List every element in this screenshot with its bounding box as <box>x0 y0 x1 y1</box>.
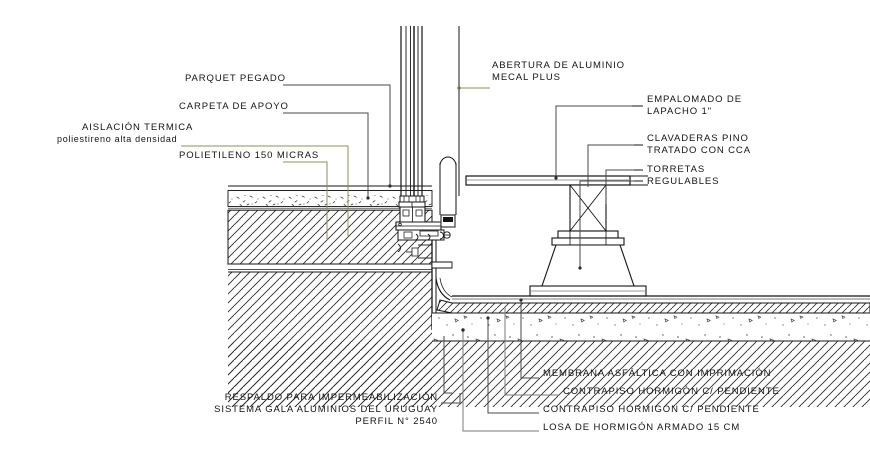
label-lapacho-1in: LAPACHO 1" <box>647 106 712 117</box>
label-membrana-asfaltica: MEMBRANA ASFÁLTICA CON IMPRIMACIÓN <box>543 368 772 379</box>
label-sistema-gala-aluminios: SISTEMA GALA ALUMINIOS DEL URUGUAY <box>214 404 438 415</box>
label-abertura-de-aluminio: ABERTURA DE ALUMINIO <box>492 60 625 71</box>
label-respaldo-impermeabilizacion: RESPALDO PARA IMPERMEABILIZACIÓN <box>224 392 438 403</box>
label-regulables: REGULABLES <box>647 176 720 187</box>
label-losa-de-hormigon-armado: LOSA DE HORMIGÓN ARMADO 15 CM <box>543 422 741 433</box>
label-perfil-numero: PERFIL N° 2540 <box>355 416 438 427</box>
label-parquet-pegado: PARQUET PEGADO <box>185 73 286 84</box>
label-polietileno-150-micras: POLIETILENO 150 MICRAS <box>179 150 320 161</box>
label-tratado-con-cca: TRATADO CON CCA <box>647 145 751 156</box>
label-aislacion-termica: AISLACIÓN TERMICA <box>82 122 194 133</box>
label-empalomado-de: EMPALOMADO DE <box>647 94 742 105</box>
label-torretas: TORRETAS <box>647 164 706 175</box>
label-mecal-plus: MECAL PLUS <box>492 72 561 83</box>
label-aislacion-termica-detail: poliestireno alta densidad <box>57 134 178 144</box>
label-clavaderas-pino: CLAVADERAS PINO <box>647 133 749 144</box>
label-carpeta-de-apoyo: CARPETA DE APOYO <box>179 101 289 112</box>
label-contrapiso-hormigon-1: CONTRAPISO HORMIGÓN C/ PENDIENTE <box>563 386 780 397</box>
label-contrapiso-hormigon-2: CONTRAPISO HORMIGÓN C/ PENDIENTE <box>543 404 760 415</box>
